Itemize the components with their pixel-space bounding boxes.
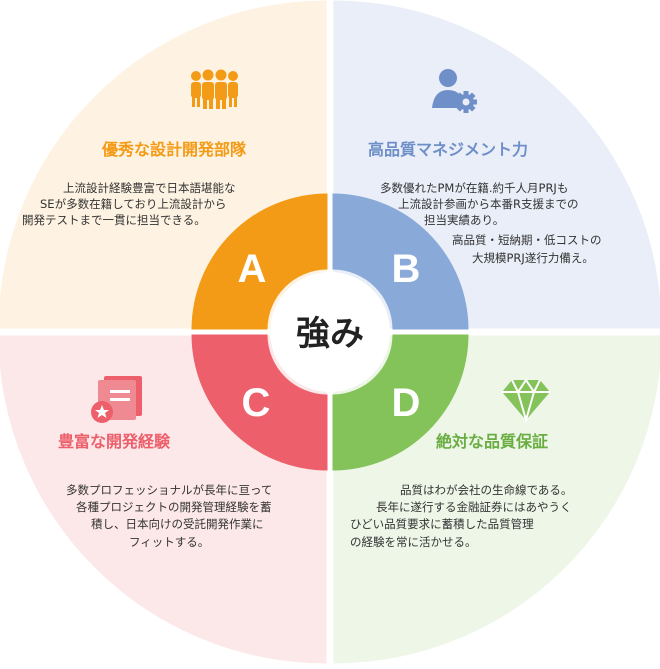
quadrant-c-text-line: フィットする。: [129, 535, 209, 549]
quadrant-b-text-line: 上流設計参画から本番R支援までの: [398, 197, 579, 211]
quadrant-b-text-line: 多数優れたPMが在籍.約千人月PRJも: [380, 181, 568, 195]
quadrant-d-text-line: ひどい品質要求に蓄積した品質管理: [350, 517, 534, 531]
quadrant-d-text-line: 品質はわが会社の生命線である。: [400, 483, 572, 497]
quadrant-c-text-line: 各種プロジェクトの開発管理経験を蓄: [76, 500, 272, 514]
quadrant-c-title: 豊富な開発経験: [58, 432, 171, 451]
quadrant-a-text-line: 開発テストまで一貫に担当できる。: [22, 213, 206, 227]
quadrant-d-text-line: 長年に遂行する金融証券にはあやうく: [376, 500, 572, 514]
quadrant-c-text-line: 多数プロフェッショナルが長年に亘って: [66, 483, 272, 497]
quadrant-c-text-line: 積し、日本向けの受託開発作業に: [91, 517, 264, 531]
quadrant-d-text-line: の経験を常に活かせる。: [350, 535, 477, 549]
quadrant-a-title: 優秀な設計開発部隊: [101, 140, 247, 159]
quadrant-a-text-line: 上流設計経験豊富で日本語堪能な: [63, 181, 236, 195]
quadrant-b-title: 高品質マネジメント力: [368, 140, 528, 159]
quadrant-a-letter: A: [238, 247, 267, 291]
quadrant-c-letter: C: [242, 381, 271, 425]
quadrant-b-text-line: 担当実績あり。: [424, 213, 504, 227]
center-label: 強み: [296, 314, 364, 354]
quadrant-d-letter: D: [392, 381, 421, 425]
quadrant-b-letter: B: [392, 247, 421, 291]
quadrant-b-text-line: 大規模PRJ遂行力備え。: [472, 251, 594, 265]
quadrant-d-title: 絶対な品質保証: [436, 432, 548, 451]
quadrant-a-text-line: SEが多数在籍しており上流設計から: [40, 197, 226, 211]
document-star-icon: [91, 376, 142, 423]
quadrant-b-text-line: 高品質・短納期・低コストの: [452, 233, 602, 247]
